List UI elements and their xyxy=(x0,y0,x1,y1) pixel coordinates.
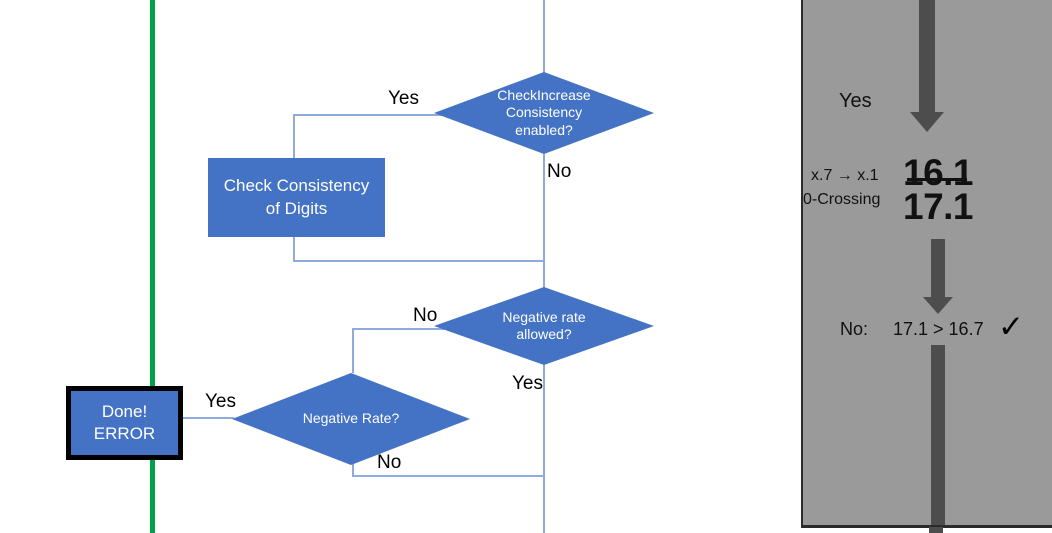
panel-arrow-head-1 xyxy=(910,112,944,132)
decision-check-increase-consistency-label: CheckIncrease Consistency enabled? xyxy=(497,87,591,138)
panel-result-label: No: xyxy=(840,319,869,339)
panel-value-16-1: 16.1 xyxy=(903,152,974,193)
connector-spine-to-decision2 xyxy=(543,260,545,300)
panel-value-17-1: 17.1 xyxy=(903,186,974,227)
panel-arrow-shaft-overflow xyxy=(929,527,943,533)
panel-result-comparison: 17.1 > 16.7 xyxy=(893,319,984,339)
edge-label-negative-rate-no: No xyxy=(377,452,402,473)
process-check-consistency-of-digits-label: Check Consistency of Digits xyxy=(223,176,370,218)
decision-negative-rate-allowed[interactable]: Negative rate allowed? xyxy=(434,287,654,365)
panel-caption-x7-to-x1: x.7 → x.1 xyxy=(811,167,879,184)
panel-result-checkmark: ✓ xyxy=(998,309,1024,344)
annotation-panel: Yes x.7 → x.1 0-Crossing 16.1 17.1 No: 1… xyxy=(801,0,1052,528)
edge-label-negative-rate-yes: Yes xyxy=(205,391,236,412)
panel-arrow-shaft-2 xyxy=(931,239,945,301)
decision-negative-rate-label: Negative Rate? xyxy=(302,410,400,427)
green-divider-line xyxy=(150,0,155,533)
decision-negative-rate-allowed-label: Negative rate allowed? xyxy=(502,308,586,342)
decision-check-increase-consistency[interactable]: CheckIncrease Consistency enabled? xyxy=(434,72,654,154)
panel-caption-zero-crossing: 0-Crossing xyxy=(803,191,881,208)
edge-label-negative-rate-allowed-no: No xyxy=(413,305,438,326)
connector-decision3-no-horizontal xyxy=(352,475,545,477)
edge-label-negative-rate-allowed-yes: Yes xyxy=(512,373,543,394)
panel-arrow-shaft-3 xyxy=(931,345,945,525)
decision-negative-rate[interactable]: Negative Rate? xyxy=(232,373,470,465)
connector-decision1-no xyxy=(543,152,545,262)
connector-decision2-no-horizontal xyxy=(352,328,444,330)
connector-decision3-yes-horizontal xyxy=(172,417,234,419)
terminator-done-error-label: Done! ERROR xyxy=(93,402,156,443)
panel-value-16-1-strikethrough xyxy=(907,178,967,181)
panel-arrow-shaft-1 xyxy=(919,0,935,114)
connector-decision2-yes xyxy=(543,362,545,477)
terminator-done-error[interactable]: Done! ERROR xyxy=(66,386,183,460)
panel-arrow-head-2 xyxy=(923,297,953,314)
connector-decision1-yes-horizontal xyxy=(293,114,443,116)
edge-label-check-increase-no: No xyxy=(547,161,572,182)
connector-decision2-no-vertical xyxy=(352,328,354,373)
connector-decision1-yes-vertical xyxy=(293,114,295,159)
connector-bottom-spine xyxy=(543,475,545,533)
connector-process-return-horizontal xyxy=(293,260,545,262)
process-check-consistency-of-digits[interactable]: Check Consistency of Digits xyxy=(208,158,385,237)
panel-branch-label: Yes xyxy=(839,90,872,112)
connector-top-spine xyxy=(543,0,545,80)
edge-label-check-increase-yes: Yes xyxy=(388,88,419,109)
